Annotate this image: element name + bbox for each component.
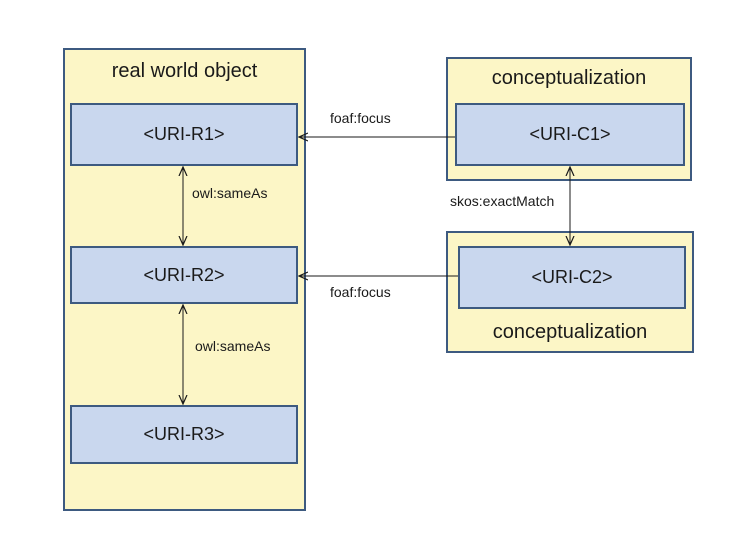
uri-c1-node: <URI-C1>	[455, 103, 685, 166]
focus-top-label: foaf:focus	[330, 110, 391, 126]
uri-r1-node: <URI-R1>	[70, 103, 298, 166]
conceptualization-top-title: conceptualization	[491, 67, 647, 89]
real-world-object-title: real world object	[111, 60, 258, 82]
sameas-top-label: owl:sameAs	[192, 185, 268, 201]
focus-bottom-label: foaf:focus	[330, 284, 391, 300]
uri-r2-node: <URI-R2>	[70, 246, 298, 304]
sameas-bottom-label: owl:sameAs	[195, 338, 271, 354]
conceptualization-bottom-title: conceptualization	[492, 321, 648, 343]
uri-r3-node: <URI-R3>	[70, 405, 298, 464]
exact-match-label: skos:exactMatch	[450, 193, 555, 209]
uri-c2-node: <URI-C2>	[458, 246, 686, 309]
